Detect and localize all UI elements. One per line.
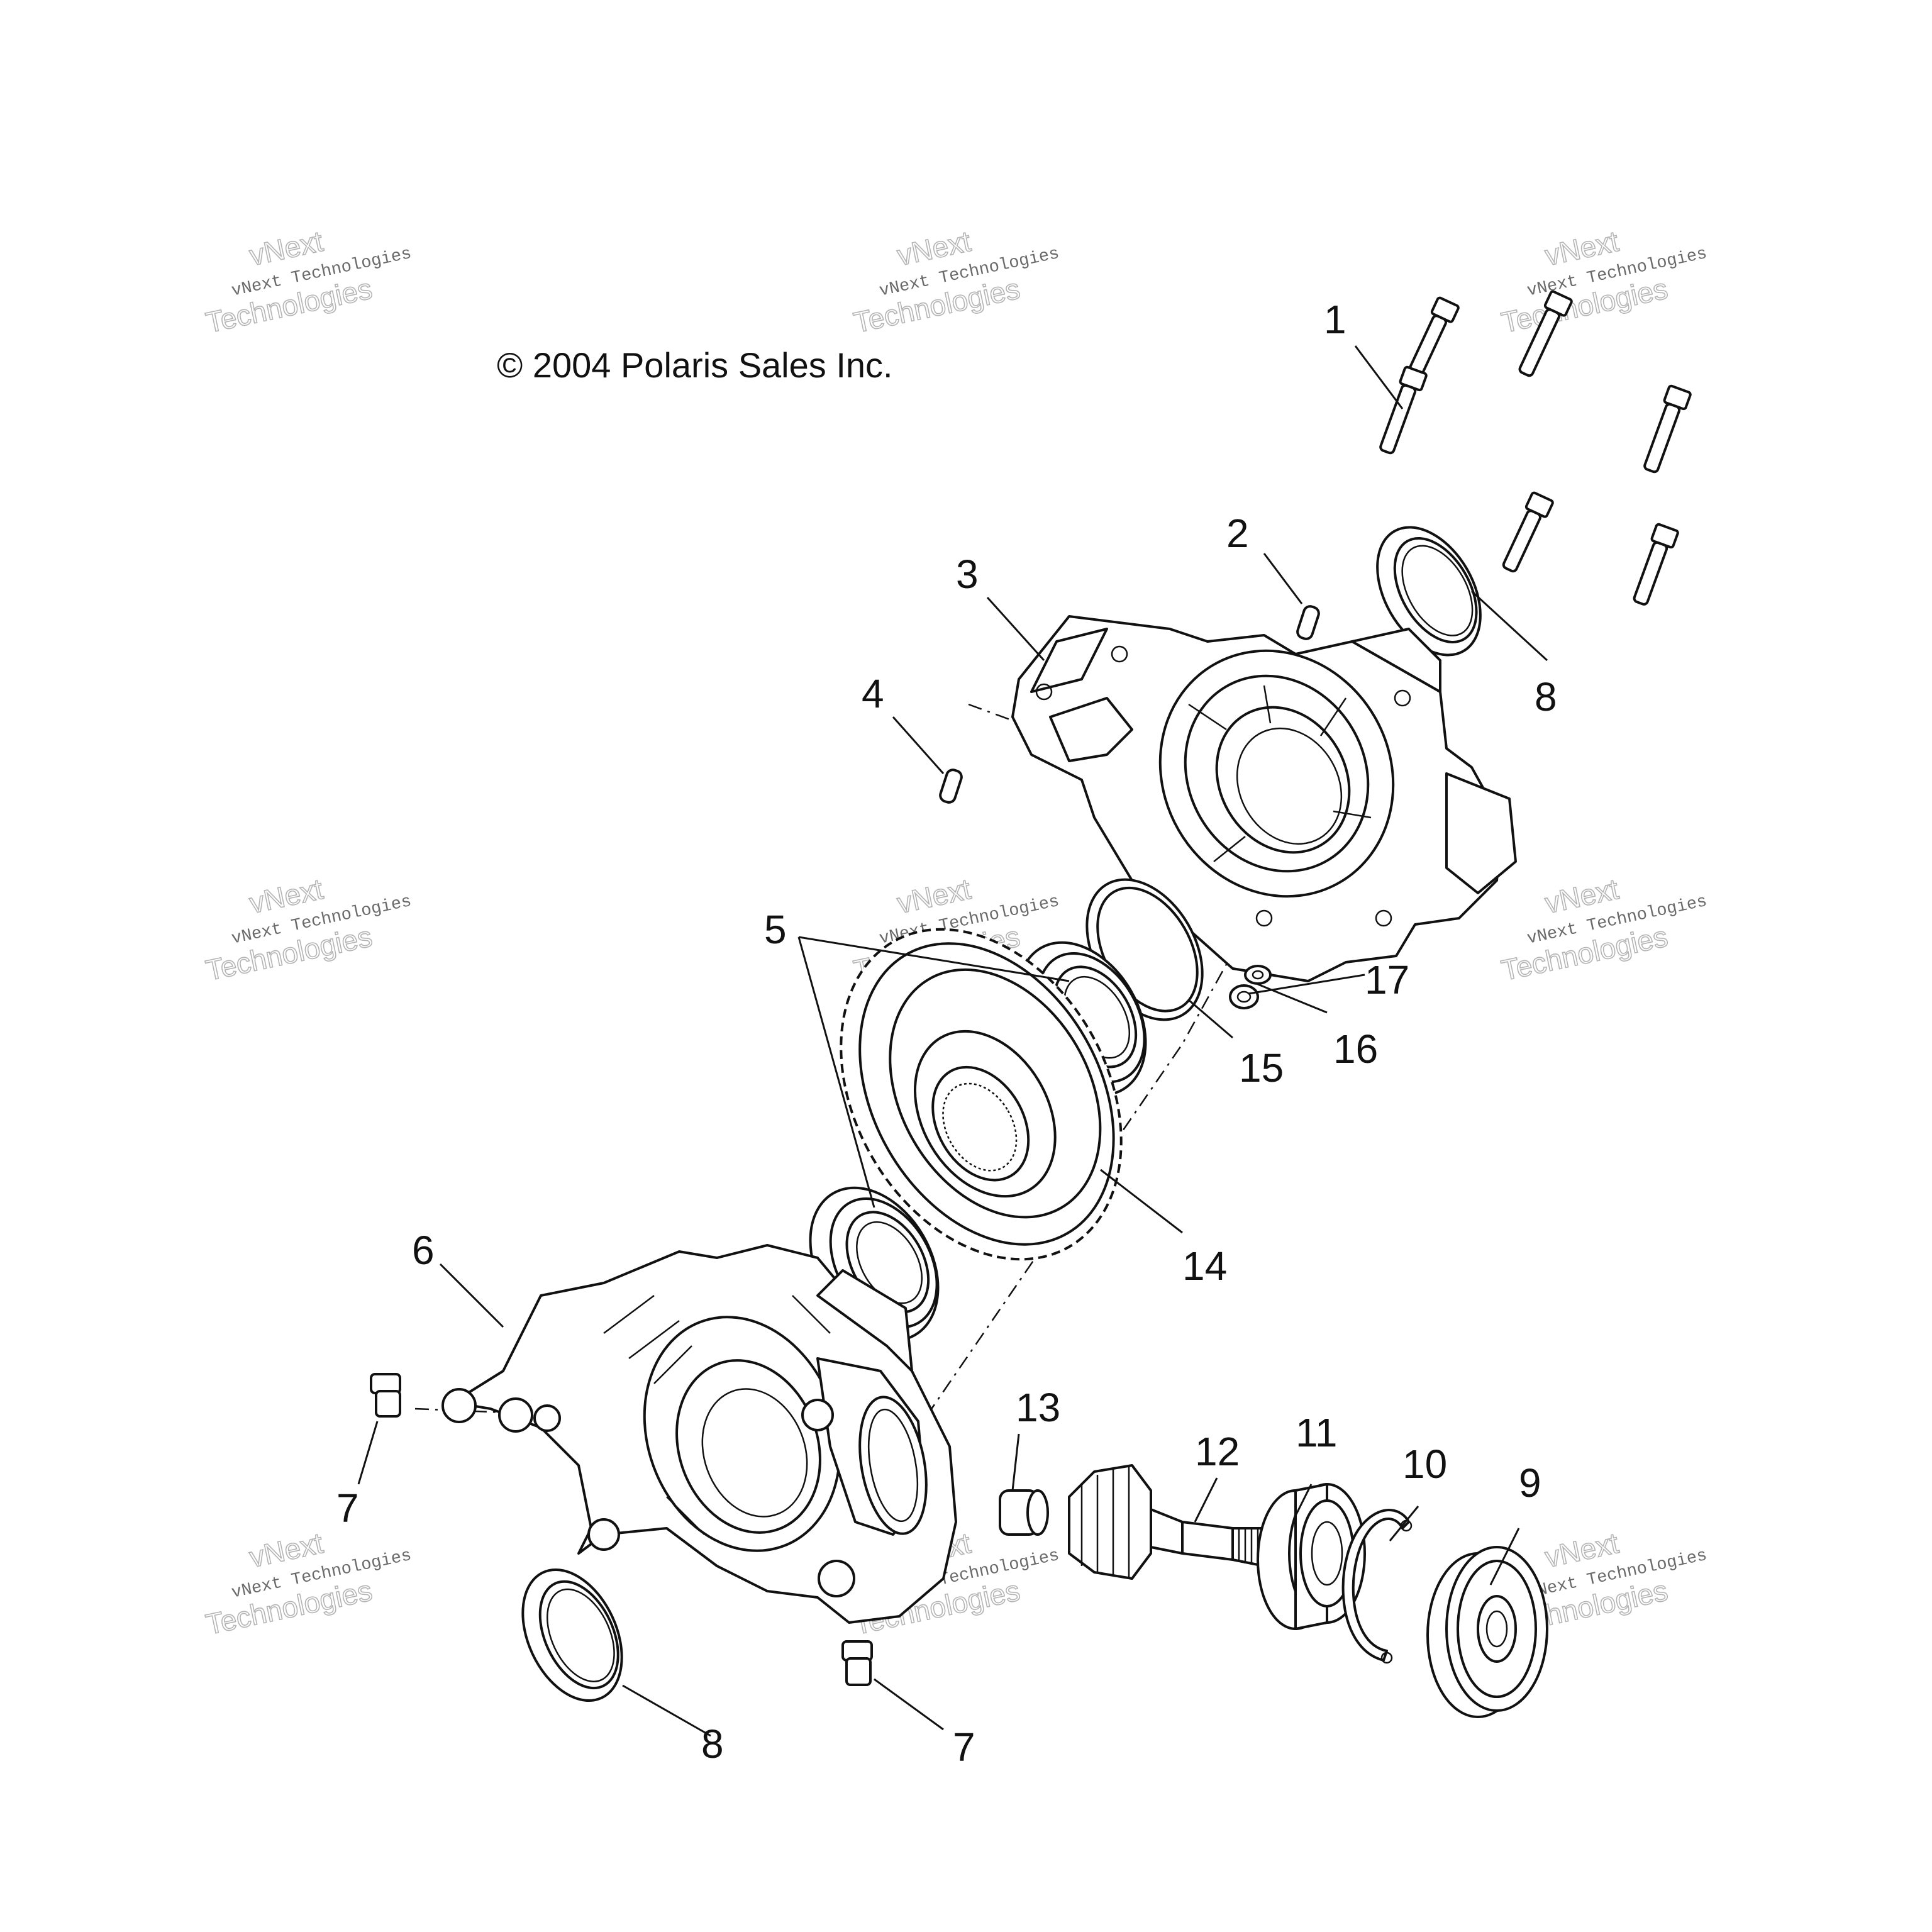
upper-housing-cover [1011, 615, 1517, 982]
callout-labels: 1 2 3 4 8 5 17 16 15 14 6 13 12 11 10 9 … [336, 297, 1557, 1770]
main-housing [441, 1244, 957, 1624]
bolt [1643, 384, 1692, 474]
callout-5: 5 [764, 907, 787, 952]
callout-1: 1 [1324, 297, 1346, 342]
callout-9: 9 [1519, 1460, 1541, 1506]
drain-plug [1244, 965, 1272, 985]
dowel-pin [939, 769, 963, 804]
callout-4: 4 [862, 671, 884, 716]
callout-12: 12 [1195, 1429, 1240, 1474]
callout-8-top: 8 [1535, 674, 1557, 719]
watermark: vNext Technologies vNext Technologies [1498, 224, 1709, 340]
bolt [1502, 491, 1554, 573]
callout-13: 13 [1016, 1385, 1060, 1430]
callout-17: 17 [1365, 957, 1409, 1002]
bolt [1633, 523, 1679, 606]
outer-seal [1426, 1546, 1548, 1718]
callout-6: 6 [412, 1228, 435, 1273]
callout-16: 16 [1333, 1026, 1378, 1072]
callout-7-bottom: 7 [953, 1724, 975, 1770]
fill-plug [370, 1373, 401, 1418]
copyright-notice: © 2004 Polaris Sales Inc. [497, 345, 893, 385]
callout-14: 14 [1182, 1243, 1227, 1289]
watermark: vNext Technologies vNext Technologies [203, 224, 413, 340]
bolt [1518, 290, 1573, 377]
callout-11: 11 [1296, 1410, 1337, 1455]
fill-plug [841, 1640, 873, 1686]
bolt [1379, 365, 1428, 455]
oil-seal [1376, 526, 1482, 657]
watermark: vNext Technologies vNext Technologies [203, 872, 413, 987]
pinion-bearing [1257, 1483, 1366, 1630]
bolt-group [1379, 290, 1692, 606]
leader-lines [357, 345, 1548, 1737]
bushing [999, 1489, 1049, 1536]
callout-2: 2 [1226, 511, 1249, 556]
watermark: vNext Technologies vNext Technologies [203, 1526, 413, 1641]
pinion-shaft [1068, 1464, 1265, 1580]
sealing-washer [1229, 984, 1259, 1009]
ring-gear [840, 928, 1123, 1261]
dowel-pin [1296, 605, 1320, 640]
oil-seal [521, 1568, 623, 1702]
bearing-lower [809, 1186, 940, 1342]
watermarks: vNext Technologies vNext Technologies vN… [203, 224, 1709, 1641]
callout-15: 15 [1239, 1045, 1284, 1091]
callout-3: 3 [956, 552, 979, 597]
callout-10: 10 [1402, 1441, 1447, 1487]
callout-7-left: 7 [336, 1485, 359, 1531]
watermark: vNext Technologies vNext Technologies [1498, 872, 1709, 987]
watermark: vNext Technologies vNext Technologies [850, 224, 1061, 340]
callout-8-bottom: 8 [701, 1721, 724, 1767]
